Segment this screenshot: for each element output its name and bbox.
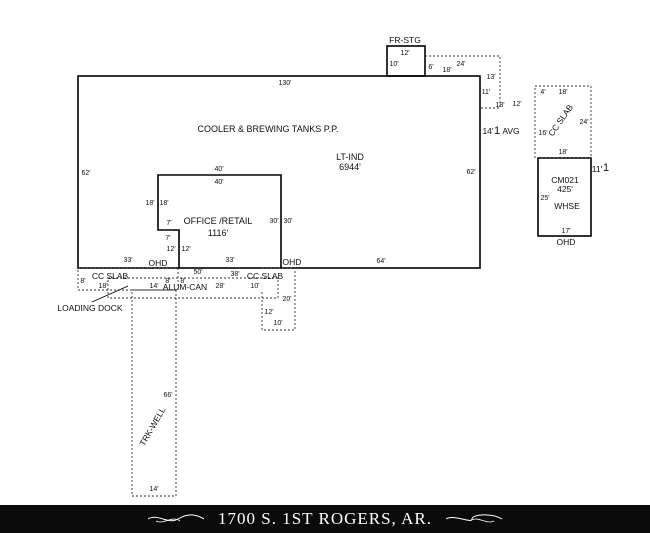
dim-30-b: 30' xyxy=(283,218,292,225)
loading-dock-label: LOADING DOCK xyxy=(57,303,123,313)
dim-20: 20' xyxy=(282,296,291,303)
main-building-outline xyxy=(77,75,481,269)
dim-8-a: 8' xyxy=(80,278,85,285)
right-flourish-icon xyxy=(445,514,503,523)
dim-62-right: 62' xyxy=(466,169,475,176)
upper-right-slab-outline xyxy=(425,55,501,109)
ohd-label-2: OHD xyxy=(283,257,302,267)
dim-40-inner: 40' xyxy=(214,179,223,186)
dim-12-e: 12' xyxy=(512,101,521,108)
dim-18-c: 18' xyxy=(98,283,107,290)
dim-28: 28' xyxy=(215,283,224,290)
dim-24-a: 24' xyxy=(456,61,465,68)
floor-plan: COOLER & BREWING TANKS P.P. LT-IND 6944'… xyxy=(57,35,609,497)
property-address: 1700 S. 1ST ROGERS, AR. xyxy=(218,509,432,528)
dim-18-e: 18' xyxy=(495,102,504,109)
dim-12-d: 12' xyxy=(400,50,409,57)
avg-label: AVG xyxy=(502,126,519,136)
main-area-value: 6944' xyxy=(339,162,361,172)
dim-7-a: 7' xyxy=(166,220,171,227)
cc-slab-mid-label: CC SLAB xyxy=(247,271,284,281)
office-area: 1116' xyxy=(208,228,229,238)
dim-8-c: 8' xyxy=(180,278,185,285)
dim-12-b: 12' xyxy=(181,246,190,253)
warehouse-outline xyxy=(537,157,592,237)
whse-area: 425' xyxy=(557,184,573,194)
dim-17: 17' xyxy=(561,228,570,235)
dim-18-a: 18' xyxy=(145,200,154,207)
dim-30-a: 30' xyxy=(269,218,278,225)
dim-130: 130' xyxy=(278,80,291,87)
dim-14-b: 14' xyxy=(149,486,158,493)
dim-6: 6' xyxy=(428,64,433,71)
whse-code: CM021 xyxy=(551,175,579,185)
dim-18-b: 18' xyxy=(159,200,168,207)
avg-mark: 1 xyxy=(494,125,500,137)
dim-7-b: 7' xyxy=(165,235,170,242)
dim-66: 66' xyxy=(163,392,172,399)
fr-stg-outline xyxy=(386,45,426,77)
address-banner: 1700 S. 1ST ROGERS, AR. xyxy=(0,505,650,533)
alum-can-outline xyxy=(107,277,279,299)
dim-38: 38' xyxy=(230,271,239,278)
dim-11: 11' xyxy=(482,89,491,96)
dim-50: 50' xyxy=(193,269,202,276)
mid-cc-slab-outline xyxy=(261,267,296,331)
cc-slab-right-label: CC SLAB xyxy=(546,102,575,138)
trk-well-label: TRK-WELL xyxy=(137,405,167,447)
alum-can-label: ALUM-CAN xyxy=(163,282,207,292)
whse-mark: 1 xyxy=(603,162,609,174)
office-label: OFFICE /RETAIL xyxy=(184,216,253,226)
whse-height: 11' xyxy=(592,164,603,174)
left-flourish-icon xyxy=(147,514,205,523)
dim-18-f: 18' xyxy=(558,89,567,96)
dim-10-c: 10' xyxy=(389,61,398,68)
dim-33-a: 33' xyxy=(123,257,132,264)
dim-18-g: 18' xyxy=(558,149,567,156)
avg-height: 14' xyxy=(482,126,493,136)
dim-10-b: 10' xyxy=(273,320,282,327)
dim-10-a: 10' xyxy=(250,283,259,290)
dim-25: 25' xyxy=(540,195,549,202)
left-cc-slab-outline xyxy=(77,267,179,291)
dim-24-b: 24' xyxy=(579,119,588,126)
dim-4: 4' xyxy=(540,89,545,96)
dim-64: 64' xyxy=(376,258,385,265)
dim-62-left: 62' xyxy=(81,170,90,177)
main-use-label: LT-IND xyxy=(336,152,364,162)
dim-14-a: 14' xyxy=(149,283,158,290)
dim-12-c: 12' xyxy=(264,309,273,316)
cc-slab-left-label: CC SLAB xyxy=(92,271,129,281)
dim-16: 16' xyxy=(538,130,547,137)
dim-8-b: 8' xyxy=(165,278,170,285)
truck-well-outline xyxy=(131,289,177,497)
dim-40-top: 40' xyxy=(214,166,223,173)
ohd-label-1: OHD xyxy=(149,258,168,268)
fr-stg-label: FR-STG xyxy=(389,35,421,45)
whse-label: WHSE xyxy=(554,201,580,211)
dim-33-b: 33' xyxy=(225,257,234,264)
right-cc-slab-outline xyxy=(534,85,592,159)
main-area-label: COOLER & BREWING TANKS P.P. xyxy=(198,124,339,134)
dim-18-d: 18' xyxy=(442,67,451,74)
ohd-label-3: OHD xyxy=(557,237,576,247)
loading-dock-leader xyxy=(91,285,129,303)
office-outline xyxy=(157,174,282,268)
dim-13: 13' xyxy=(486,74,495,81)
dim-12-a: 12' xyxy=(166,246,175,253)
